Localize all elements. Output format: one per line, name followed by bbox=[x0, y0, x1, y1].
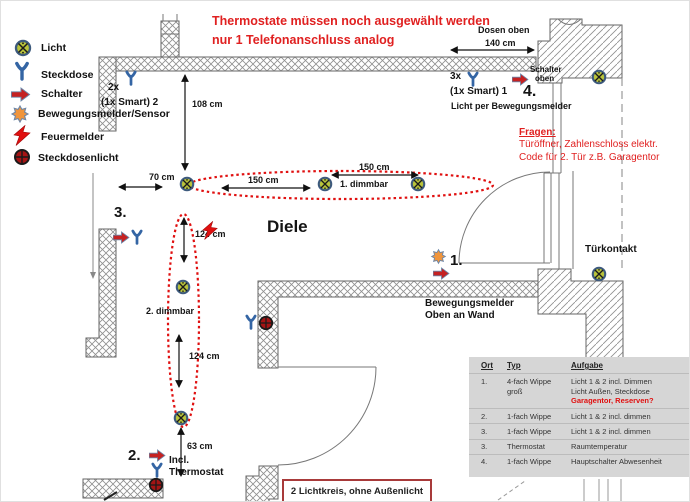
wall-bottom-left bbox=[82, 478, 164, 499]
door-arc-bottom bbox=[277, 366, 377, 466]
steckdosenlicht-icon bbox=[13, 148, 31, 166]
col-ort: Ort bbox=[481, 361, 493, 370]
schalter-icon bbox=[433, 267, 450, 280]
wall-top-right bbox=[537, 18, 623, 84]
wall-left-upper bbox=[98, 56, 117, 132]
col-typ: Typ bbox=[507, 361, 521, 370]
licht-icon bbox=[179, 176, 195, 192]
col-aufgabe: Aufgabe bbox=[571, 361, 603, 370]
switch-table: Ort Typ Aufgabe 1. 4-fach Wippe groß Lic… bbox=[469, 357, 689, 477]
bewegungsmelder-icon bbox=[430, 248, 447, 265]
table-row: 2. 1-fach Wippe Licht 1 & 2 incl. dimmen bbox=[469, 408, 689, 423]
schalter-icon bbox=[11, 87, 31, 102]
steckdosenlicht-icon bbox=[148, 477, 164, 493]
table-row: 1. 4-fach Wippe groß Licht 1 & 2 incl. D… bbox=[469, 373, 689, 408]
dim-label-124b: 124 cm bbox=[189, 351, 220, 361]
schalter-oben-1: Schalter bbox=[530, 65, 562, 74]
room-name: Diele bbox=[267, 217, 308, 236]
legend-label-licht: Licht bbox=[41, 42, 67, 54]
light-group-2 bbox=[166, 212, 201, 429]
vent-arc bbox=[557, 18, 582, 25]
licht-per-bewegungsmelder: Licht per Bewegungsmelder bbox=[451, 101, 572, 111]
table-row: 3. Thermostat Raumtemperatur bbox=[469, 438, 689, 454]
legend-label-schalter: Schalter bbox=[41, 88, 83, 100]
pos4-label: 4. bbox=[523, 83, 537, 100]
steckdose-icon bbox=[12, 61, 32, 81]
steckdose-icon bbox=[129, 229, 145, 245]
plan-lines bbox=[161, 14, 582, 466]
dosen-oben-2: 140 cm bbox=[485, 38, 516, 48]
note-telefon: nur 1 Telefonanschluss analog bbox=[212, 33, 395, 47]
legend-label-steckdose: Steckdose bbox=[41, 69, 94, 81]
walls-diagonal bbox=[537, 18, 624, 360]
steckdose-icon bbox=[243, 314, 259, 330]
table-row: 4. 1-fach Wippe Hauptschalter Abwesenhei… bbox=[469, 453, 689, 469]
incl-thermostat-2: Thermostat bbox=[169, 467, 224, 478]
fragen-title: Fragen: bbox=[519, 127, 556, 138]
dimmbar2-label: 2. dimmbar bbox=[146, 306, 195, 316]
bewegungsmelder-wand-1: Bewegungsmelder bbox=[425, 298, 514, 309]
licht-icon bbox=[14, 39, 32, 57]
sockets-left-smart: (1x Smart) 2 bbox=[101, 97, 159, 108]
licht-icon bbox=[591, 69, 607, 85]
reference-pointer bbox=[90, 173, 96, 279]
wall-middle-L bbox=[257, 280, 539, 369]
dim-label-108: 108 cm bbox=[192, 99, 223, 109]
bewegungsmelder-icon bbox=[10, 104, 30, 124]
bewegungsmelder-wand-2: Oben an Wand bbox=[425, 310, 495, 321]
feuermelder-icon bbox=[12, 125, 32, 146]
steckdose-icon bbox=[465, 71, 481, 87]
walls-crosshatch bbox=[82, 20, 539, 501]
licht-icon bbox=[173, 410, 189, 426]
dim-label-70: 70 cm bbox=[149, 172, 175, 182]
tuerkontakt-label: Türkontakt bbox=[585, 244, 637, 255]
pos1-label: 1. bbox=[450, 252, 463, 269]
feuermelder-icon bbox=[201, 221, 219, 240]
pos3-label: 3. bbox=[114, 204, 127, 221]
door-arc-right bbox=[458, 171, 551, 264]
dimmbar1-label: 1. dimmbar bbox=[340, 179, 389, 189]
wall-bottom-right-step bbox=[537, 268, 624, 360]
dimension-arrows bbox=[118, 46, 535, 477]
wall-door-post bbox=[245, 465, 279, 501]
note-thermostate: Thermostate müssen noch ausgewählt werde… bbox=[212, 14, 490, 28]
licht-icon bbox=[410, 176, 426, 192]
table-row: 3. 1-fach Wippe Licht 1 & 2 incl. dimmen bbox=[469, 423, 689, 438]
dim-label-150b: 150 cm bbox=[359, 162, 390, 172]
schalter-icon bbox=[512, 73, 529, 86]
steckdose-icon bbox=[149, 462, 165, 478]
licht-icon bbox=[591, 266, 607, 282]
lichtkreis-note-text: 2 Lichtkreis, ohne Außenlicht bbox=[290, 486, 424, 497]
legend-label-bewegungsmelder: Bewegungsmelder/Sensor bbox=[38, 108, 170, 120]
fragen-line1: Türöffner, Zahlenschloss elektr. bbox=[519, 139, 658, 150]
table-header: Ort Typ Aufgabe bbox=[469, 357, 689, 373]
schalter-icon bbox=[149, 449, 166, 462]
dosen-oben-1: Dosen oben bbox=[478, 25, 530, 35]
wall-chimney bbox=[160, 20, 180, 58]
dim-label-150a: 150 cm bbox=[248, 175, 279, 185]
dim-label-63: 63 cm bbox=[187, 441, 213, 451]
sockets-right-smart: (1x Smart) 1 bbox=[450, 86, 508, 97]
wall-left-middle bbox=[85, 228, 117, 358]
schalter-icon bbox=[113, 231, 130, 244]
pos2-label: 2. bbox=[128, 447, 141, 464]
pen-mark bbox=[103, 491, 118, 501]
licht-icon bbox=[175, 279, 191, 295]
schalter-oben-2: oben bbox=[535, 74, 555, 83]
steckdose-icon bbox=[123, 70, 139, 86]
wall-top bbox=[98, 56, 537, 72]
incl-thermostat-1: Incl. bbox=[169, 455, 190, 466]
lichtkreis-note-box: 2 Lichtkreis, ohne Außenlicht bbox=[282, 479, 432, 501]
licht-icon bbox=[317, 176, 333, 192]
fragen-line2: Code für 2. Tür z.B. Garagentor bbox=[519, 152, 660, 163]
sockets-left-qty: 2x bbox=[108, 82, 120, 93]
below-table-lines bbox=[497, 479, 622, 501]
sockets-right-qty: 3x bbox=[450, 71, 462, 82]
steckdosenlicht-icon bbox=[258, 315, 274, 331]
legend-label-feuermelder: Feuermelder bbox=[41, 131, 105, 143]
legend-label-steckdosenlicht: Steckdosenlicht bbox=[38, 152, 119, 164]
